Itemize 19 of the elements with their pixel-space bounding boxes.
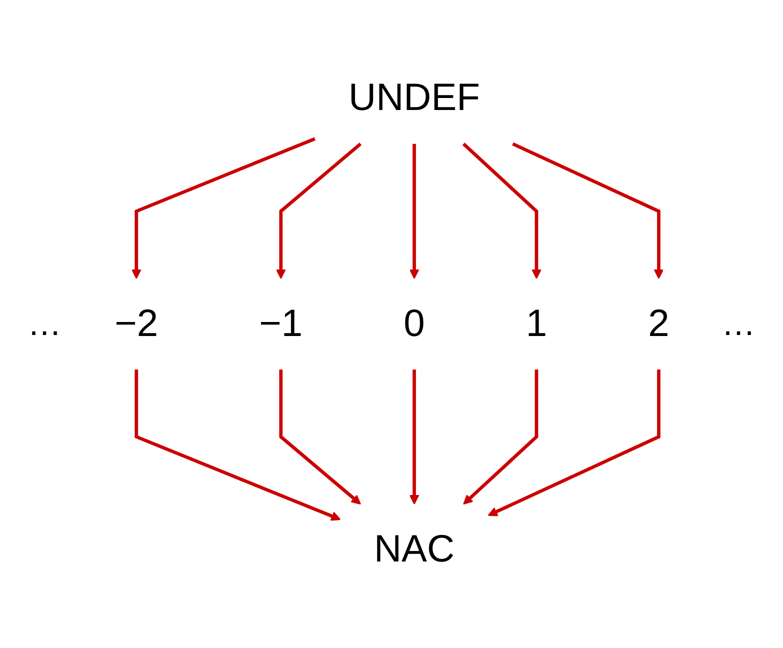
node-text: −1 <box>258 302 302 345</box>
node-text: 1 <box>525 302 547 345</box>
node-text: UNDEF <box>348 76 480 120</box>
node-text: 0 <box>403 302 424 345</box>
node-text: NAC <box>373 528 454 570</box>
arrow <box>134 369 340 521</box>
node-text: −2 <box>114 302 158 345</box>
arrow <box>512 142 664 279</box>
arrow <box>462 369 538 505</box>
arrow <box>130 137 316 279</box>
arrow <box>275 142 362 279</box>
arrow <box>408 144 419 279</box>
node-text: 2 <box>648 302 669 345</box>
arrow <box>487 369 660 516</box>
arrow <box>408 369 419 505</box>
ellipsis: … <box>26 304 62 344</box>
ellipsis: … <box>720 304 756 344</box>
arrow <box>278 369 360 505</box>
arrow <box>462 142 541 279</box>
